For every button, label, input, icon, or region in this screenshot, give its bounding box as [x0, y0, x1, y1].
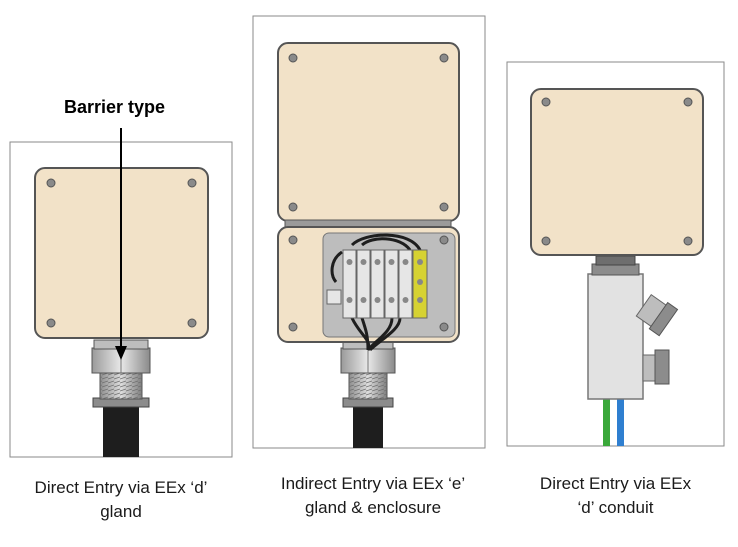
caption-line: gland & enclosure — [304, 498, 442, 517]
screw-icon — [541, 236, 551, 246]
screw-icon — [288, 53, 298, 63]
screw-icon — [288, 235, 298, 245]
panel-direct-entry-conduit — [506, 61, 725, 447]
conduit-plug — [648, 301, 679, 337]
screw-icon — [288, 322, 298, 332]
enclosure — [530, 88, 704, 256]
conduit-body — [587, 273, 644, 400]
cable — [103, 405, 139, 457]
caption-line: Indirect Entry via EEx ‘e’ — [280, 474, 466, 493]
terminal-blocks — [326, 249, 428, 319]
caption-panel-1: Direct Entry via EEx ‘d’ gland — [10, 476, 232, 524]
screw-icon — [187, 318, 197, 328]
caption-line: ‘d’ conduit — [577, 498, 654, 517]
screw-icon — [541, 97, 551, 107]
upper-enclosure — [277, 42, 460, 222]
screw-icon — [46, 318, 56, 328]
internal-wires — [330, 233, 422, 352]
caption-line: Direct Entry via EEx — [539, 474, 692, 493]
screw-icon — [439, 53, 449, 63]
screw-icon — [46, 178, 56, 188]
screw-icon — [439, 202, 449, 212]
caption-panel-3: Direct Entry via EEx ‘d’ conduit — [507, 472, 724, 520]
caption-line: Direct Entry via EEx ‘d’ — [34, 478, 208, 497]
panel-indirect-entry — [252, 15, 486, 449]
screw-icon — [187, 178, 197, 188]
blue-wire — [617, 398, 624, 446]
screw-icon — [439, 235, 449, 245]
screw-icon — [683, 97, 693, 107]
screw-icon — [288, 202, 298, 212]
cable — [353, 405, 383, 448]
panel-direct-entry-gland — [9, 128, 233, 458]
screw-icon — [439, 322, 449, 332]
caption-panel-2: Indirect Entry via EEx ‘e’ gland & enclo… — [253, 472, 493, 520]
caption-line: gland — [100, 502, 142, 521]
screw-icon — [683, 236, 693, 246]
barrier-type-label: Barrier type — [64, 97, 166, 117]
conduit-plug — [654, 349, 670, 385]
green-wire — [603, 398, 610, 446]
